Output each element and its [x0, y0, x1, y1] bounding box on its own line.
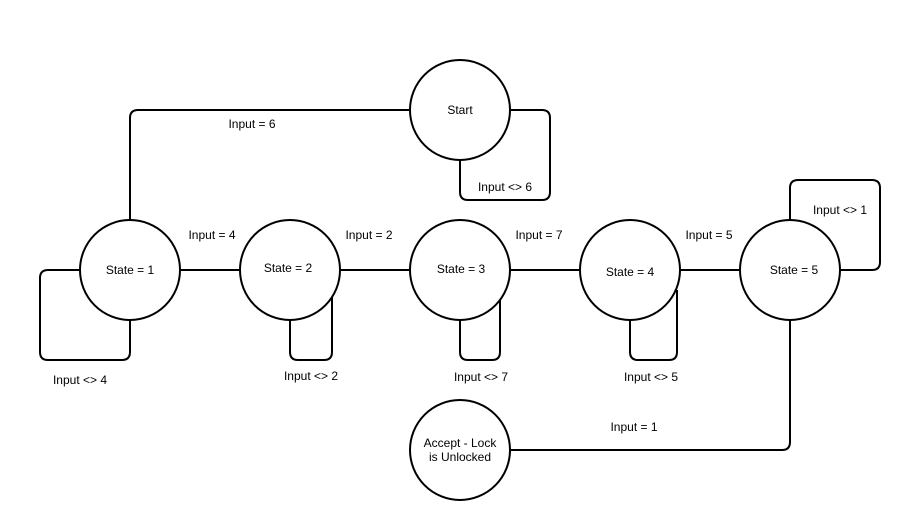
- edge-label-state-1-to-state-2: Input = 4: [188, 228, 235, 242]
- state-3-node-label: State = 3: [437, 262, 486, 276]
- edge-start-self-loop: [459, 109, 551, 201]
- accept-node-label-line-2: is Unlocked: [429, 450, 491, 464]
- edge-state-5-to-accept: [510, 320, 791, 451]
- edge-label-state-2-self: Input <> 2: [284, 369, 338, 383]
- edge-state-3-self-loop: [459, 290, 501, 361]
- state-3-node-circle: [409, 219, 511, 321]
- connectors: [39, 109, 881, 451]
- start-node-circle: [409, 59, 511, 161]
- edge-label-state-1-self: Input <> 4: [53, 373, 107, 387]
- edge-label-state-5-to-accept: Input = 1: [610, 420, 657, 434]
- state-5-node-label: State = 5: [770, 263, 819, 277]
- state-4-node-label: State = 4: [606, 265, 655, 279]
- edge-label-start-to-state-1: Input = 6: [228, 117, 275, 131]
- start-node: Start: [409, 59, 511, 161]
- state-4-node: State = 4: [579, 219, 681, 321]
- accept-node-label-line-1: Accept - Lock: [424, 436, 498, 450]
- accept-node: Accept - Lock is Unlocked: [409, 399, 511, 501]
- edge-label-state-4-self: Input <> 5: [624, 370, 678, 384]
- state-5-node: State = 5: [739, 219, 841, 321]
- edge-state-1-self-loop: [39, 269, 131, 361]
- edge-label-state-4-to-state-5: Input = 5: [685, 228, 732, 242]
- state-2-node-circle: [239, 219, 341, 321]
- state-1-node-circle: [79, 219, 181, 321]
- state-2-node: State = 2: [239, 219, 341, 321]
- start-node-label: Start: [447, 103, 473, 117]
- edge-label-state-5-self: Input <> 1: [813, 203, 867, 217]
- edge-labels: Input = 6 Input <> 6 Input = 4 Input <> …: [53, 117, 867, 434]
- state-1-node-label: State = 1: [106, 263, 155, 277]
- state-3-node: State = 3: [409, 219, 511, 321]
- state-5-node-circle: [739, 219, 841, 321]
- edge-label-state-2-to-state-3: Input = 2: [345, 228, 392, 242]
- edge-start-to-state-1: [129, 109, 410, 220]
- edge-state-4-self-loop: [629, 290, 678, 361]
- edge-label-state-3-to-state-4: Input = 7: [515, 228, 562, 242]
- edge-label-start-self: Input <> 6: [478, 180, 532, 194]
- state-1-node: State = 1: [79, 219, 181, 321]
- state-2-node-label: State = 2: [264, 261, 313, 275]
- state-4-node-circle: [579, 219, 681, 321]
- edge-label-state-3-self: Input <> 7: [454, 370, 508, 384]
- edge-state-2-self-loop: [289, 290, 333, 361]
- accept-node-circle: [409, 399, 511, 501]
- edge-state-5-self-loop: [789, 179, 881, 271]
